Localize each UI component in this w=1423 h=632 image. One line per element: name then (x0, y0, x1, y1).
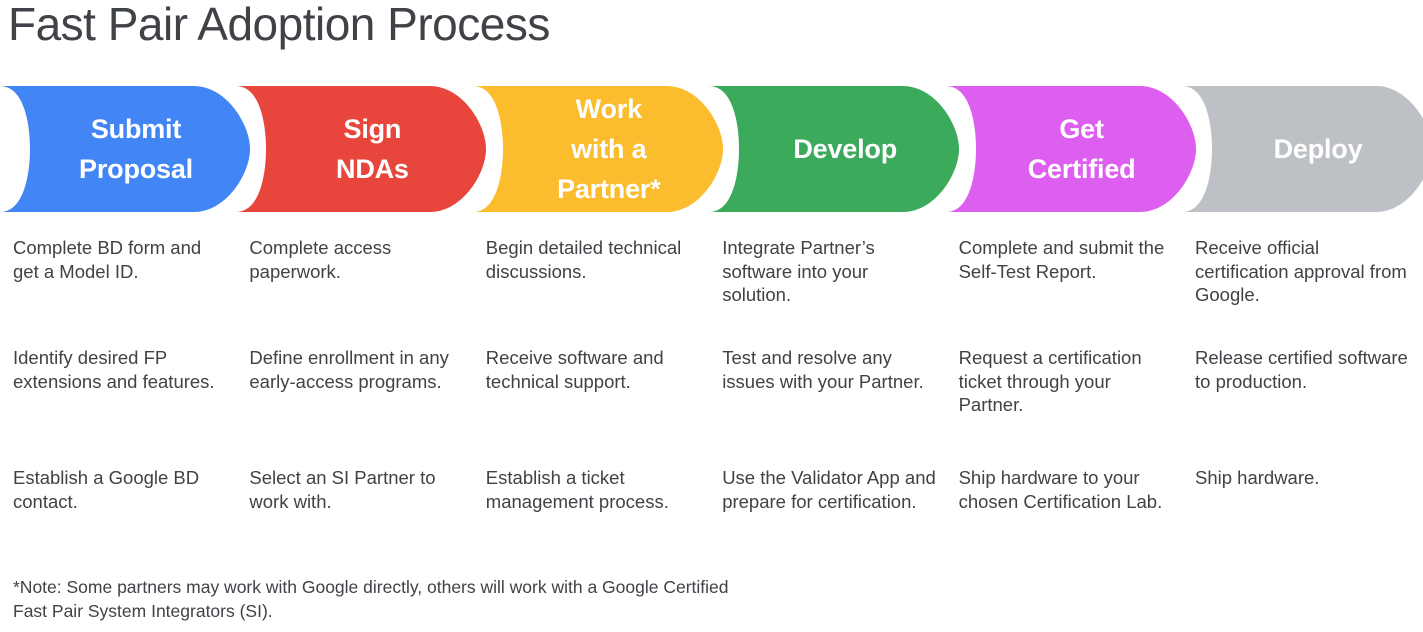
chevron-shape-icon (472, 86, 723, 212)
process-step-sign-ndas[interactable]: Sign NDAs (236, 86, 487, 212)
detail-item: Identify desired FP extensions and featu… (13, 347, 215, 392)
process-step-label: Deploy (1273, 134, 1363, 164)
detail-item: Receive official certification approval … (1195, 237, 1407, 305)
process-step-submit-proposal[interactable]: Submit Proposal (0, 86, 250, 212)
process-step-label: Sign NDAs (336, 114, 409, 184)
chevron-shape-icon (0, 86, 250, 212)
process-step-label: Work with a Partner* (557, 94, 661, 204)
process-step-label: Get Certified (1027, 114, 1136, 184)
detail-item: Select an SI Partner to work with. (249, 467, 436, 512)
process-step-work-with-a-partner[interactable]: Work with a Partner* (472, 86, 723, 212)
detail-item: Establish a Google BD contact. (13, 467, 200, 512)
detail-item: Integrate Partner’s software into your s… (722, 237, 875, 305)
process-step-label: Develop (793, 134, 897, 164)
page-title: Fast Pair Adoption Process (8, 0, 550, 50)
detail-item: Request a certification ticket through y… (958, 347, 1142, 415)
chevron-shape-icon (709, 86, 960, 212)
chevron-shape-icon (236, 86, 487, 212)
process-step-deploy[interactable]: Deploy (1182, 86, 1423, 212)
chevron-shape-icon (1182, 86, 1423, 212)
footnote-note: *Note: Some partners may work with Googl… (13, 577, 729, 621)
detail-item: Complete BD form and get a Model ID. (13, 237, 202, 282)
process-chevron-band: Submit Proposal Sign NDAs Work with a Part… (0, 86, 1423, 214)
detail-item: Use the Validator App and prepare for ce… (722, 467, 936, 512)
detail-item: Complete and submit the Self-Test Report… (958, 237, 1165, 282)
process-step-develop[interactable]: Develop (709, 86, 960, 212)
detail-item: Begin detailed technical discussions. (485, 237, 682, 282)
detail-item: Test and resolve any issues with your Pa… (722, 347, 924, 392)
process-step-get-certified[interactable]: Get Certified (945, 86, 1196, 212)
detail-item: Complete access paperwork. (249, 237, 392, 282)
process-step-label: Submit Proposal (79, 114, 193, 184)
detail-item: Release certified software to production… (1195, 347, 1408, 392)
detail-item: Define enrollment in any early-access pr… (249, 347, 449, 392)
detail-item: Ship hardware. (1195, 467, 1320, 488)
detail-item: Establish a ticket management process. (485, 467, 669, 512)
chevron-shape-icon (945, 86, 1196, 212)
detail-item: Ship hardware to your chosen Certificati… (958, 467, 1163, 512)
detail-item: Receive software and technical support. (485, 347, 664, 392)
